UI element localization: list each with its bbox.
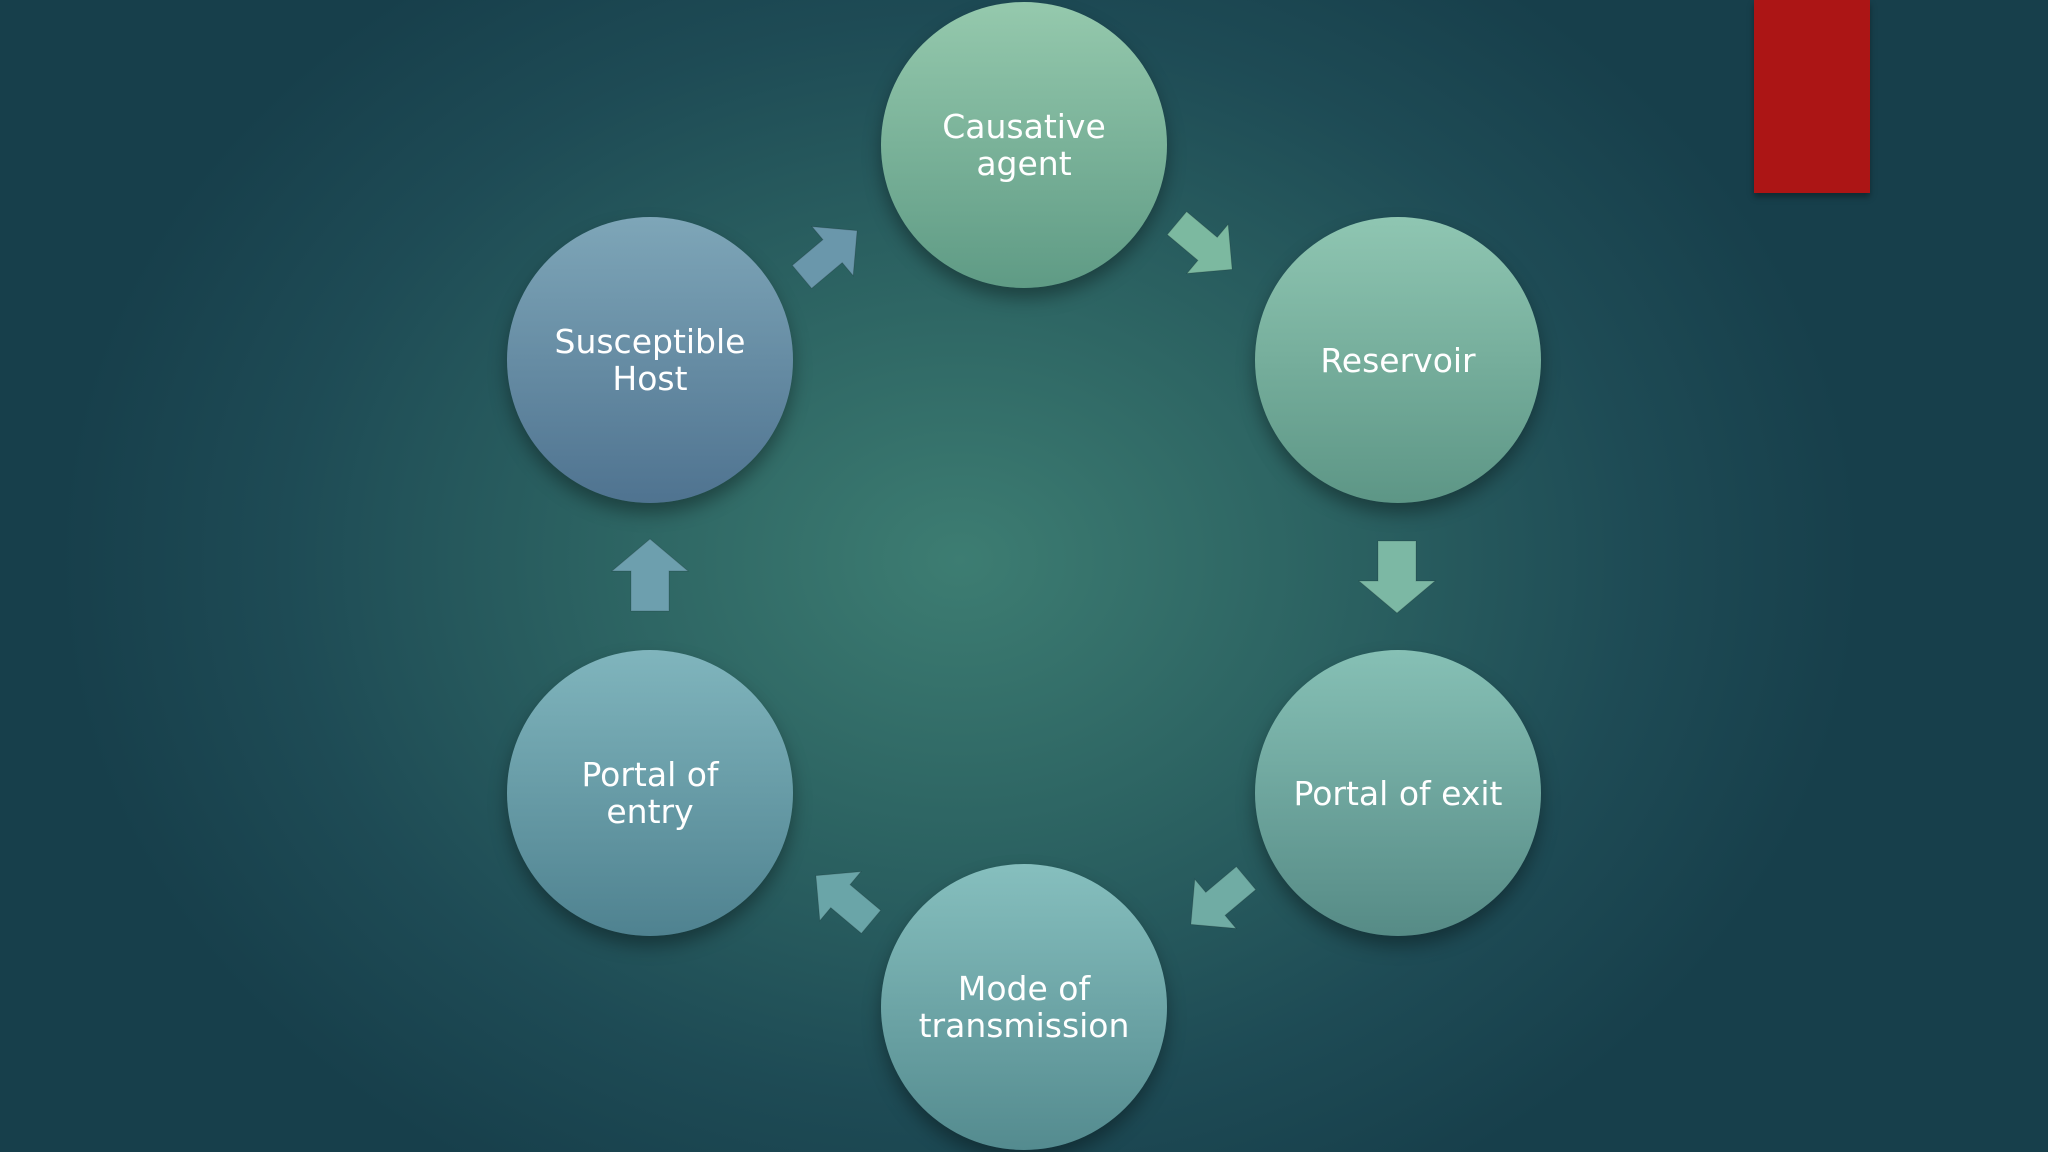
accent-bar <box>1754 0 1870 193</box>
node-label: Portal of exit <box>1293 773 1503 813</box>
node-portal-of-exit: Portal of exit <box>1255 650 1541 936</box>
arrow-host-to-agent-icon <box>791 226 858 290</box>
arrow-entry-to-host-icon <box>610 538 690 612</box>
arrow-mode-to-entry-icon <box>815 871 882 935</box>
node-reservoir: Reservoir <box>1255 217 1541 503</box>
node-label: Reservoir <box>1320 340 1476 380</box>
node-causative-agent: Causative agent <box>881 2 1167 288</box>
node-label: Portal of entry <box>581 755 719 831</box>
arrow-exit-to-mode-icon <box>1190 865 1257 929</box>
node-mode-of-transmission: Mode of transmission <box>881 864 1167 1150</box>
arrow-agent-to-reservoir-icon <box>1166 210 1233 274</box>
arrow-reservoir-to-exit-icon <box>1357 540 1437 614</box>
node-portal-of-entry: Portal of entry <box>507 650 793 936</box>
node-label: Mode of transmission <box>918 969 1130 1045</box>
node-susceptible-host: Susceptible Host <box>507 217 793 503</box>
node-label: Susceptible Host <box>554 322 746 398</box>
node-label: Causative agent <box>942 107 1106 183</box>
